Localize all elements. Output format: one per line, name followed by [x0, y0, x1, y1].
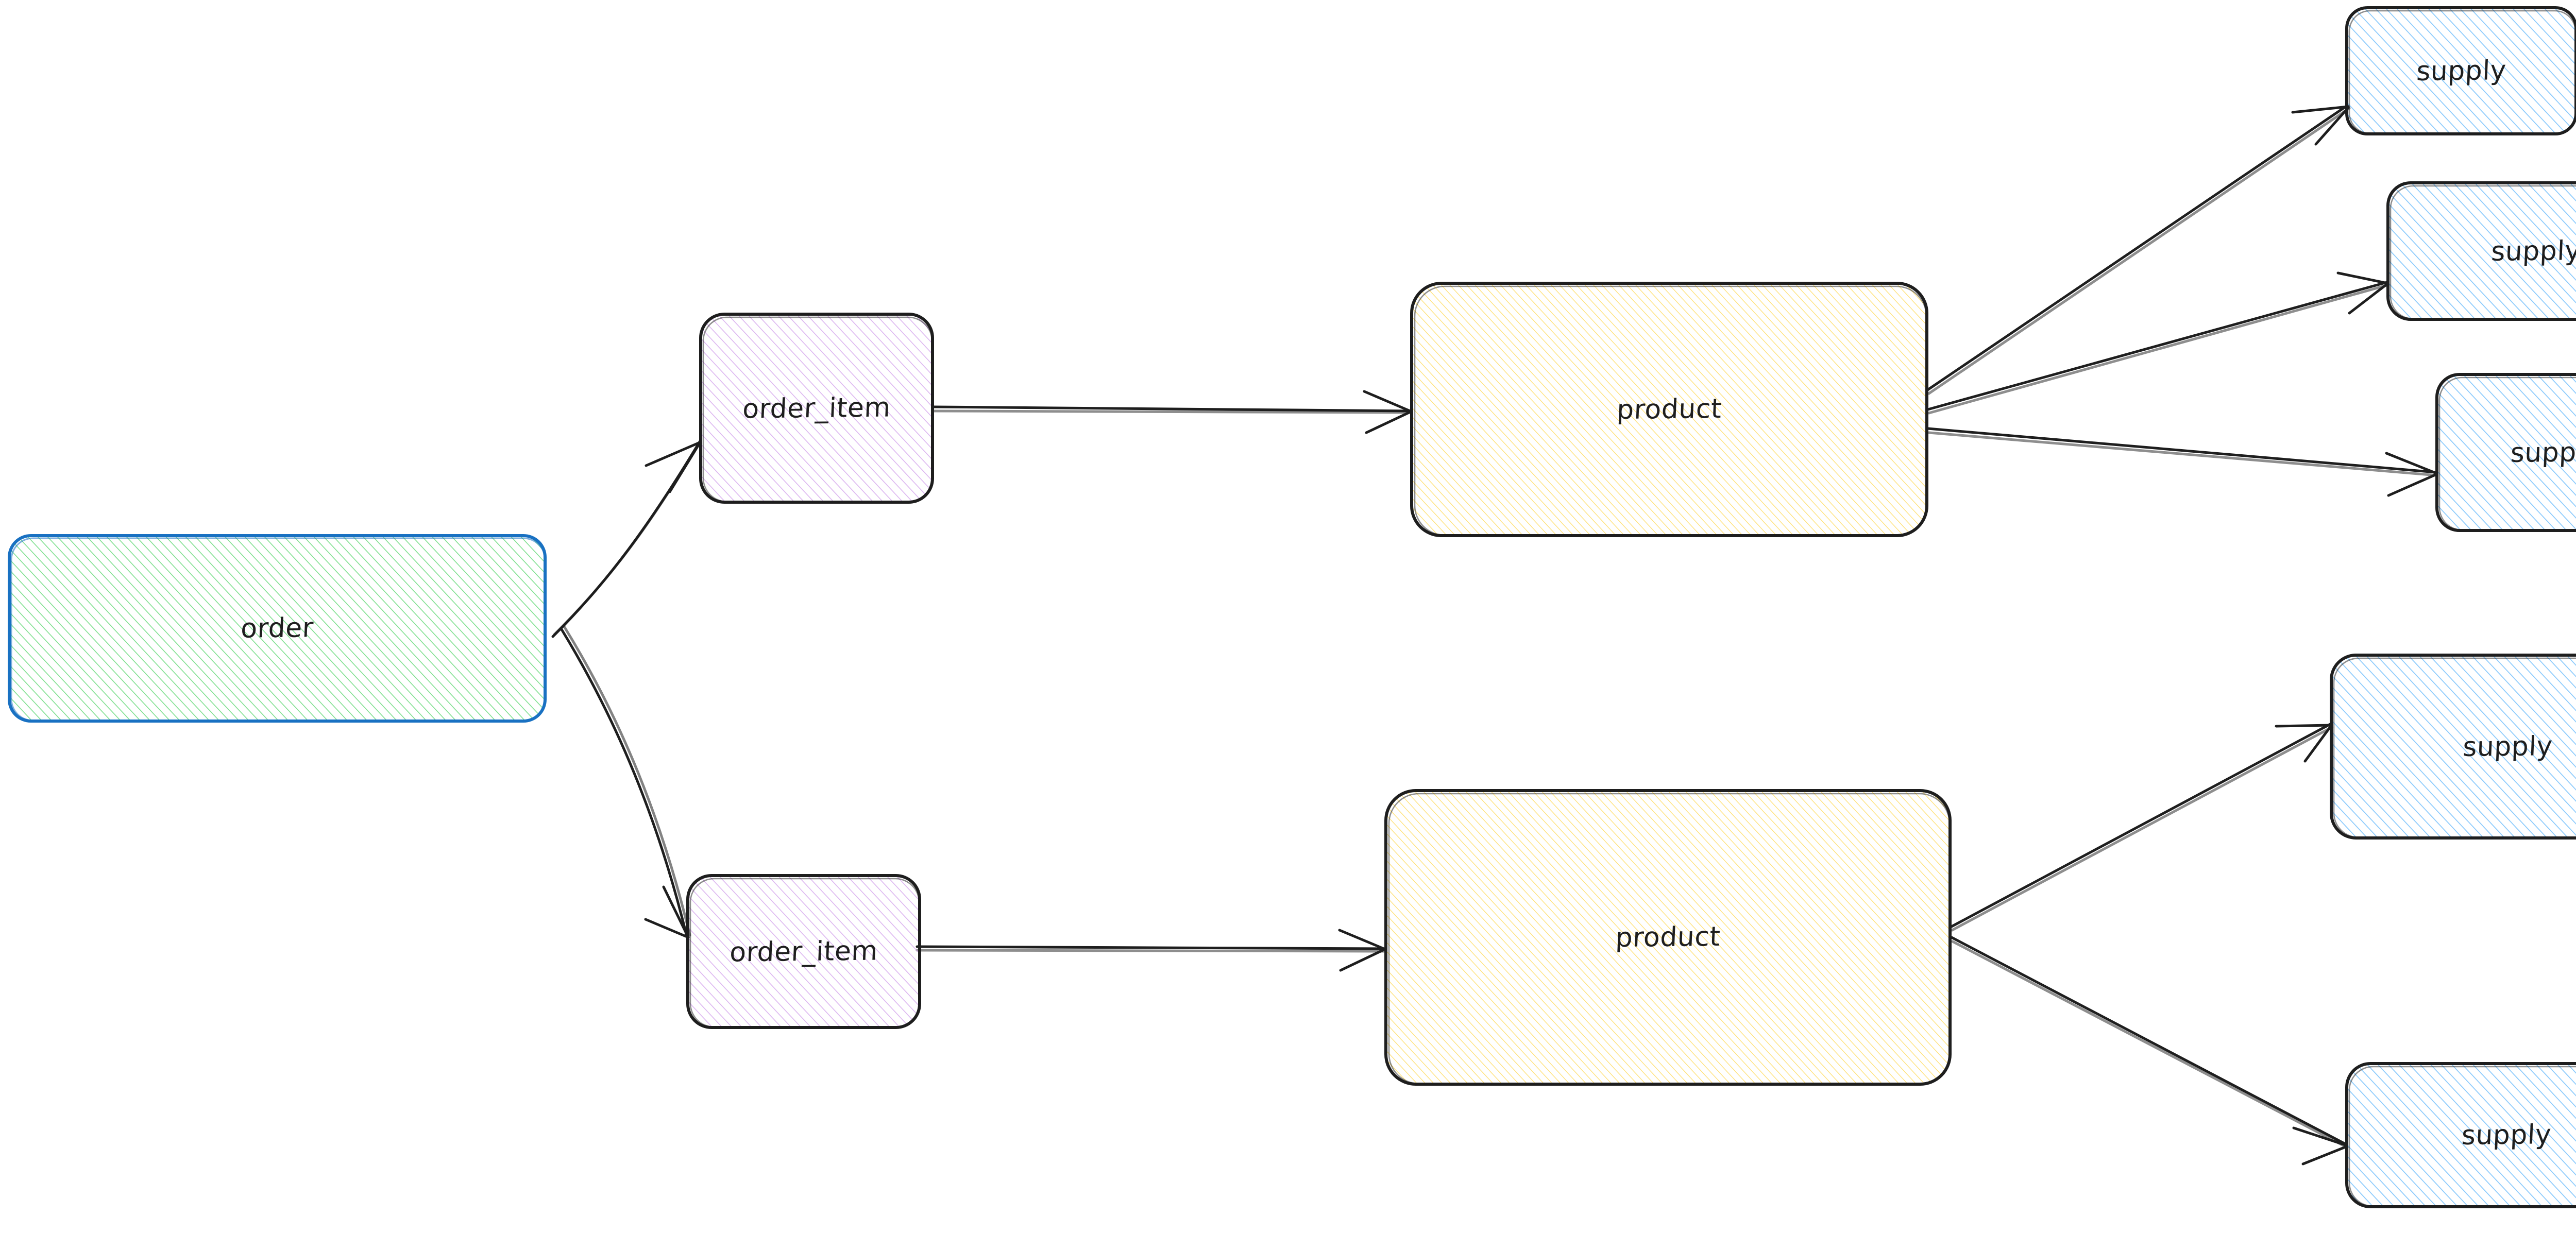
edge-order-to-order-item-bottom[interactable]: [560, 626, 691, 939]
node-order[interactable]: [8, 534, 547, 723]
node-order-item-top[interactable]: [699, 313, 934, 504]
node-supply-2[interactable]: [2386, 181, 2576, 321]
node-supply-1[interactable]: [2345, 6, 2576, 135]
edge-product-bottom-to-supply-5[interactable]: [1950, 936, 2349, 1166]
node-order-border-sketch: [10, 537, 546, 722]
node-order-item-bottom-fill: [688, 876, 920, 1028]
edge-product-top-to-supply-2[interactable]: [1926, 271, 2390, 415]
node-order-item-bottom[interactable]: [686, 874, 921, 1029]
node-product-top-fill: [1412, 283, 1927, 536]
node-product-top[interactable]: [1410, 282, 1928, 537]
node-supply-5-fill: [2347, 1064, 2576, 1207]
node-order-item-bottom-border-sketch: [689, 878, 920, 1028]
node-supply-4[interactable]: [2330, 654, 2576, 840]
node-supply-2-border-sketch: [2389, 185, 2576, 320]
edge-product-top-to-supply-1[interactable]: [1925, 104, 2351, 395]
edge-order-item-bottom-to-product-bottom[interactable]: [916, 929, 1385, 972]
node-supply-4-fill: [2331, 655, 2576, 838]
node-product-bottom-border-sketch: [1388, 793, 1951, 1085]
node-order-item-top-fill: [701, 314, 933, 502]
node-supply-3-fill: [2437, 374, 2576, 530]
node-product-bottom[interactable]: [1384, 789, 1952, 1086]
node-supply-2-fill: [2388, 183, 2576, 319]
node-supply-3-border-sketch: [2438, 376, 2576, 531]
edge-order-item-top-to-product-top[interactable]: [933, 390, 1412, 434]
node-order-item-top-border-sketch: [702, 316, 933, 503]
node-order-fill: [9, 536, 545, 721]
edge-order-to-order-item-top[interactable]: [551, 438, 702, 638]
node-product-bottom-fill: [1386, 791, 1950, 1084]
node-supply-5-border-sketch: [2348, 1066, 2576, 1207]
edge-product-top-to-supply-3[interactable]: [1926, 427, 2438, 497]
edge-layer: [551, 104, 2438, 1166]
node-product-top-border-sketch: [1414, 285, 1927, 536]
node-supply-1-fill: [2347, 8, 2576, 134]
edge-product-bottom-to-supply-4[interactable]: [1949, 723, 2333, 932]
node-supply-4-border-sketch: [2333, 657, 2576, 838]
node-supply-5[interactable]: [2345, 1062, 2576, 1208]
node-supply-3[interactable]: [2435, 373, 2576, 532]
node-supply-1-border-sketch: [2348, 10, 2576, 134]
